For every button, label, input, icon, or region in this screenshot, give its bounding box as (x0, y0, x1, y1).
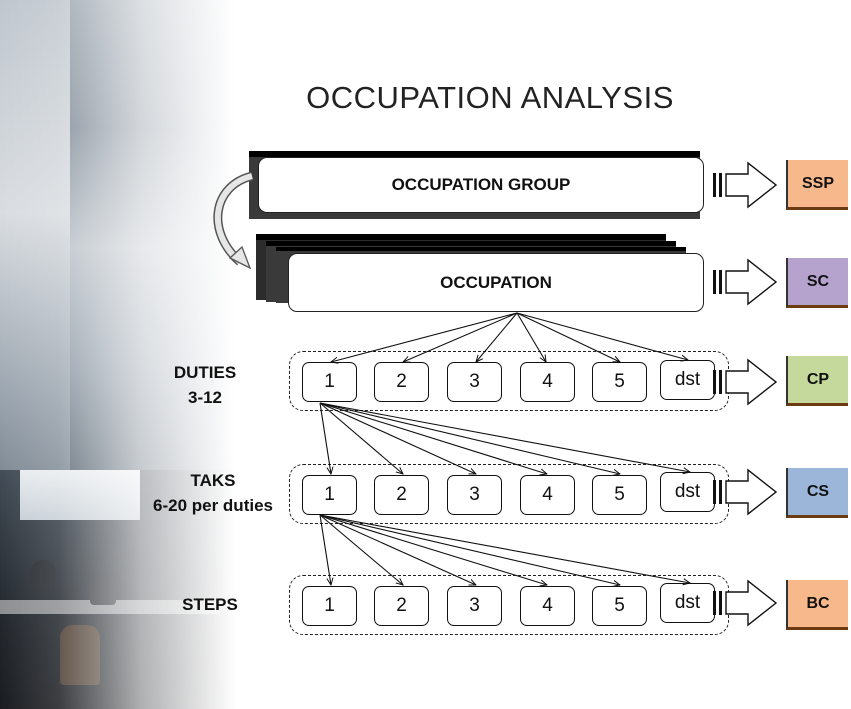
arrow-bar (713, 270, 716, 294)
badge-sc: SC (786, 258, 848, 308)
duty-box-5: 5 (592, 362, 647, 402)
photo-screen (20, 470, 140, 520)
duty-box-3: 3 (447, 362, 502, 402)
photo-person (90, 575, 116, 605)
fan-line (331, 312, 518, 362)
fan-line (319, 402, 620, 474)
block-arrow-icon (725, 358, 778, 406)
fan-line (403, 312, 518, 362)
photo-person (60, 625, 100, 685)
arrow-bar (719, 591, 722, 615)
arrow-bar (719, 173, 722, 197)
fan-line (319, 514, 476, 585)
row-label-line: TAKS (190, 471, 236, 490)
row-label-tasks: TAKS 6-20 per duties (128, 468, 298, 518)
occupation-box: OCCUPATION (288, 253, 704, 312)
row-label-line: 3-12 (187, 388, 223, 407)
duty-box-1: 1 (302, 362, 357, 402)
arrow-bar (719, 270, 722, 294)
fan-line (319, 402, 403, 474)
arrow-bar (713, 370, 716, 394)
row-label-steps: STEPS (170, 592, 250, 617)
occupation-group-box: OCCUPATION GROUP (258, 157, 704, 213)
fan-line (476, 312, 518, 362)
block-arrows (713, 161, 778, 627)
step-box-1: 1 (302, 586, 357, 626)
arrow-bar (713, 591, 716, 615)
fan-line (319, 514, 403, 585)
duty-box-4: 4 (520, 362, 575, 402)
fan-line (319, 402, 331, 474)
fan-line (516, 312, 688, 360)
duty-fan (319, 402, 690, 474)
badge-cp: CP (786, 356, 848, 406)
fan-line (319, 514, 690, 583)
photo-person (30, 560, 56, 590)
task-box-2: 2 (374, 475, 429, 515)
fan-line (516, 312, 546, 362)
arrow-bar (719, 480, 722, 504)
task-box-4: 4 (520, 475, 575, 515)
task-box-5: 5 (592, 475, 647, 515)
badge-cs: CS (786, 468, 848, 518)
block-arrow-icon (725, 579, 778, 627)
task-fan (319, 514, 690, 585)
step-box-4: 4 (520, 586, 575, 626)
task-box-1: 1 (302, 475, 357, 515)
fan-line (319, 514, 547, 585)
fan-line (516, 312, 620, 362)
row-label-line: DUTIES (173, 363, 237, 382)
step-box-3: 3 (447, 586, 502, 626)
fan-line (319, 402, 476, 474)
curved-arrow-inner (214, 173, 253, 265)
curved-arrow-head (228, 245, 252, 270)
slide-title: OCCUPATION ANALYSIS (306, 80, 674, 115)
row-label-line: 6-20 per duties (153, 496, 273, 515)
occupation-fan (331, 312, 688, 362)
badge-ssp: SSP (786, 160, 848, 210)
arrow-bar (713, 173, 716, 197)
duty-box-2: 2 (374, 362, 429, 402)
row-label-duties: DUTIES 3-12 (150, 360, 260, 410)
fan-line (319, 514, 331, 585)
fan-line (319, 514, 620, 585)
fan-line (319, 402, 547, 474)
badge-bc: BC (786, 580, 848, 630)
classroom-photo (0, 0, 235, 709)
photo-desk (0, 600, 220, 614)
block-arrow-icon (725, 468, 778, 516)
block-arrow-icon (725, 161, 778, 209)
arrow-bar (719, 370, 722, 394)
arrow-bar (713, 480, 716, 504)
step-box-2: 2 (374, 586, 429, 626)
task-box-3: 3 (447, 475, 502, 515)
block-arrow-icon (725, 258, 778, 306)
row-label-line: STEPS (182, 595, 238, 614)
curved-arrow-icon (213, 171, 254, 266)
fan-line (319, 402, 690, 472)
